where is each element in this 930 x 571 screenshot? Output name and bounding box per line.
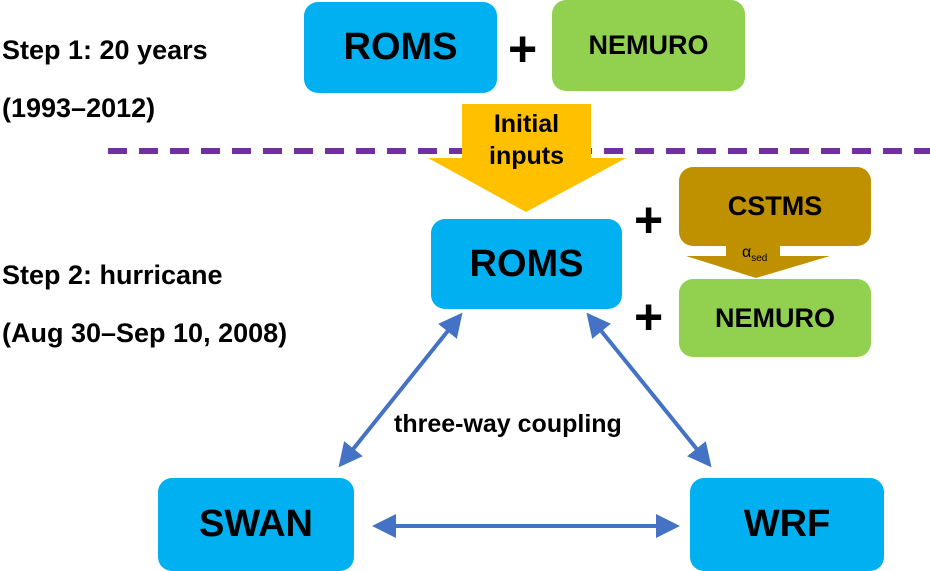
- step1-nemuro-label: NEMURO: [588, 30, 709, 60]
- step2-nemuro-label: NEMURO: [715, 302, 835, 333]
- step1-period: (1993–2012): [2, 93, 156, 123]
- cstms-label: CSTMS: [727, 191, 823, 221]
- step1-roms-label: ROMS: [343, 26, 458, 68]
- step1-roms-box: ROMS: [304, 2, 497, 93]
- step2-plus-sign-nemuro: +: [634, 289, 664, 345]
- initial-inputs-label: Initial inputs: [462, 108, 591, 172]
- step1-nemuro-box: NEMURO: [552, 0, 745, 91]
- step1-title: Step 1: 20 years: [2, 35, 208, 65]
- swan-box: SWAN: [158, 478, 354, 571]
- step1-plus-sign: +: [508, 21, 538, 77]
- initial-inputs-line2: inputs: [489, 142, 564, 170]
- roms-wrf-coupling-arrow: [586, 312, 712, 468]
- cstms-box: CSTMS: [679, 167, 871, 246]
- initial-inputs-line1: Initial: [493, 110, 560, 138]
- alpha-sed-label: αsed: [742, 245, 767, 264]
- wrf-label: WRF: [743, 503, 831, 545]
- roms-swan-coupling-arrow: [338, 312, 463, 468]
- step2-title: Step 2: hurricane: [2, 260, 223, 290]
- step2-roms-box: ROMS: [431, 219, 622, 309]
- wrf-box: WRF: [690, 478, 884, 571]
- step2-period: (Aug 30–Sep 10, 2008): [2, 318, 288, 348]
- alpha-subscript: sed: [751, 253, 768, 264]
- three-way-coupling-label: three-way coupling: [394, 410, 622, 438]
- initial-inputs-arrow: [428, 104, 626, 212]
- alpha-sed-arrow: [686, 244, 830, 278]
- swan-label: SWAN: [199, 503, 313, 545]
- step2-plus-sign-cstms: +: [634, 192, 664, 248]
- step2-roms-label: ROMS: [469, 242, 584, 285]
- alpha-symbol: α: [742, 244, 752, 261]
- step2-nemuro-box: NEMURO: [679, 279, 871, 357]
